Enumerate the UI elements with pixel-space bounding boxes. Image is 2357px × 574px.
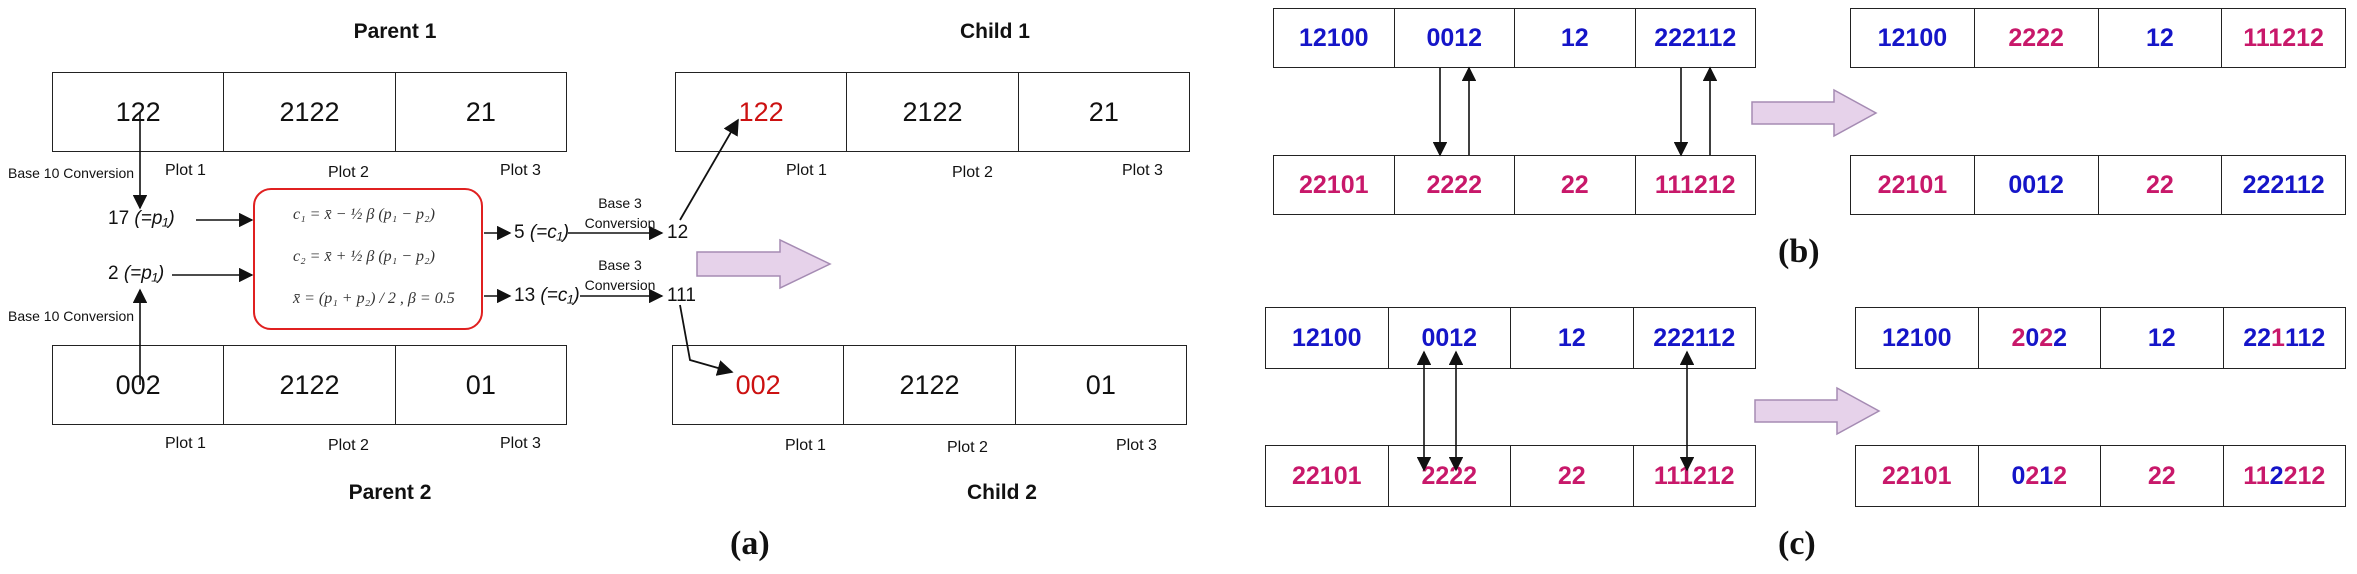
child1-plot3-label: Plot 3: [1122, 162, 1163, 179]
c-top-before-row: 12100 0012 12 222112: [1265, 307, 1756, 369]
equation-c2: c₂ = x̄ + ½ β (p₁ − p₂): [293, 248, 435, 265]
parent1-row: 122 2122 21: [52, 72, 567, 152]
base10-label-top: Base 10 Conversion: [8, 165, 135, 181]
c-bottom-after-cell-3: 22: [2100, 446, 2223, 506]
b-top-before-cell-2: 0012: [1393, 9, 1515, 67]
b-bottom-before-cell-4: 111212: [1634, 156, 1756, 214]
b-bottom-before-cell-2: 2222: [1393, 156, 1515, 214]
caption-b: (b): [1778, 233, 1820, 270]
base10-label-bottom: Base 10 Conversion: [8, 308, 135, 324]
b-top-after-row: 12100 2222 12 111212: [1850, 8, 2346, 68]
panel-c-block-arrow: [1754, 386, 1881, 436]
c-top-before-cell-4: 222112: [1632, 308, 1756, 368]
child1-row: 122 2122 21: [675, 72, 1190, 152]
c-top-after-cell-3: 12: [2100, 308, 2223, 368]
parent1-title: Parent 1: [353, 20, 437, 43]
c-top-before-cell-2: 0012: [1387, 308, 1511, 368]
child1-title: Child 1: [959, 20, 1030, 43]
c-top-after-cell-1: 12100: [1881, 323, 1952, 352]
b-top-after-cell-2: 2222: [1973, 9, 2098, 67]
c-top-before-cell-1: 12100: [1291, 323, 1362, 352]
parent2-row: 002 2122 01: [52, 345, 567, 425]
child2-plot2-cell: 2122: [843, 346, 1014, 424]
child2-row: 002 2122 01: [672, 345, 1187, 425]
child2-plot3-label: Plot 3: [1116, 437, 1157, 454]
c-bottom-before-cell-1: 22101: [1291, 461, 1362, 490]
b-top-before-cell-1: 12100: [1298, 23, 1369, 52]
b-top-before-row: 12100 0012 12 222112: [1273, 8, 1756, 68]
parent1-plot3-cell: 21: [394, 73, 566, 151]
parent2-plot2-label: Plot 2: [328, 437, 369, 454]
c1-base3-value: 12: [667, 222, 689, 243]
equation-c1: c₁ = x̄ − ½ β (p₁ − p₂): [293, 206, 435, 223]
b-top-after-cell-3: 12: [2097, 9, 2222, 67]
parent2-plot1-label: Plot 1: [165, 435, 206, 452]
b-bottom-after-cell-4: 222112: [2221, 156, 2345, 214]
b-top-after-cell-1: 12100: [1877, 23, 1948, 52]
p1-value: 17 (=p₁): [108, 208, 175, 229]
caption-c: (c): [1778, 525, 1816, 562]
b-top-before-cell-3: 12: [1514, 9, 1635, 67]
child1-plot1-cell: 122: [738, 96, 784, 127]
child1-plot3-cell: 21: [1017, 73, 1189, 151]
parent1-plot2-cell: 2122: [223, 73, 394, 151]
child2-plot3-cell: 01: [1014, 346, 1186, 424]
c-bottom-after-cell-1: 22101: [1881, 461, 1952, 490]
child1-plot1-label: Plot 1: [786, 162, 827, 179]
parent1-plot2-label: Plot 2: [328, 164, 369, 181]
parent2-plot3-label: Plot 3: [500, 435, 541, 452]
parent1-plot1-cell: 122: [115, 96, 161, 127]
b-bottom-after-cell-1: 22101: [1877, 170, 1948, 199]
b-bottom-before-row: 22101 2222 22 111212: [1273, 155, 1756, 215]
child2-title: Child 2: [966, 481, 1037, 504]
c2-value: 13 (=c₁): [514, 285, 580, 306]
child2-plot1-cell: 002: [735, 369, 781, 400]
base3-to-child2-arrow: [679, 304, 734, 376]
b-bottom-after-cell-2: 0012: [1973, 156, 2098, 214]
b-bottom-before-cell-3: 22: [1514, 156, 1635, 214]
child1-plot2-cell: 2122: [846, 73, 1017, 151]
base3-to-child1-arrow: [679, 118, 739, 221]
parent2-plot3-cell: 01: [394, 346, 566, 424]
child2-plot1-label: Plot 1: [785, 437, 826, 454]
child1-plot2-label: Plot 2: [952, 164, 993, 181]
b-bottom-after-row: 22101 0012 22 222112: [1850, 155, 2346, 215]
formula-box: c₁ = x̄ − ½ β (p₁ − p₂) c₂ = x̄ + ½ β (p…: [253, 188, 483, 330]
caption-a: (a): [730, 525, 770, 562]
c-bottom-before-cell-3: 22: [1510, 446, 1633, 506]
parent2-plot2-cell: 2122: [223, 346, 394, 424]
b-bottom-before-cell-1: 22101: [1298, 170, 1369, 199]
child2-plot2-label: Plot 2: [947, 439, 988, 456]
parent1-plot3-label: Plot 3: [500, 162, 541, 179]
b-bottom-after-cell-3: 22: [2097, 156, 2222, 214]
p2-value: 2 (=p₁): [108, 263, 165, 284]
parent2-title: Parent 2: [348, 481, 432, 504]
panel-b-block-arrow: [1751, 88, 1878, 138]
b-top-after-cell-4: 111212: [2221, 9, 2345, 67]
c1-value: 5 (=c₁): [514, 222, 570, 243]
equation-mean: x̄ = (p₁ + p₂) / 2 , β = 0.5: [293, 290, 455, 307]
b-top-before-cell-4: 222112: [1634, 9, 1756, 67]
c-top-before-cell-3: 12: [1510, 308, 1633, 368]
parent1-plot1-label: Plot 1: [165, 162, 206, 179]
c2-base3-value: 111: [667, 285, 696, 306]
c-bottom-before-cell-4: 111212: [1632, 446, 1756, 506]
panel-a-block-arrow: [696, 238, 832, 290]
parent2-plot1-cell: 002: [115, 369, 161, 400]
